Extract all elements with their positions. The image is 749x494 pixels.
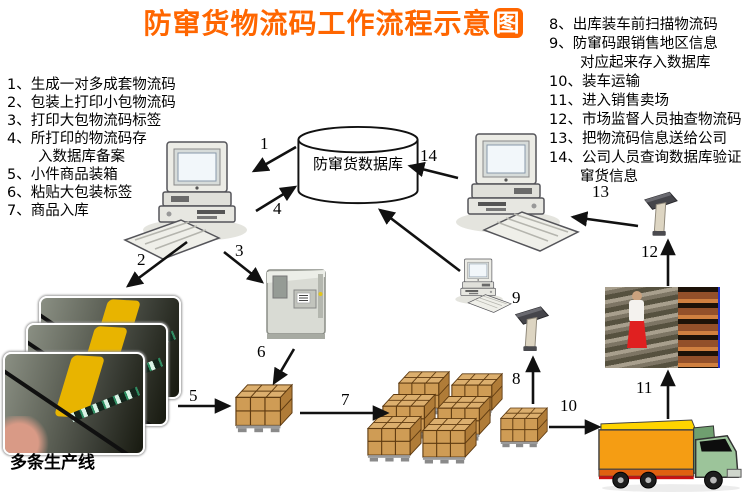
worker-hand [5, 416, 52, 453]
step-number-1: 1 [260, 134, 269, 153]
list-item: 13、把物流码信息送给公司 [549, 131, 727, 147]
list-item: 6、粘贴大包装标签 [7, 185, 133, 201]
supermarket-photo [605, 287, 720, 368]
list-item: 9、防窜码跟销售地区信息 [549, 36, 718, 52]
step-number-14: 14 [420, 146, 437, 165]
production-line-label: 多条生产线 [10, 453, 95, 473]
arrow-step-3 [223, 250, 265, 284]
list-item: 7、商品入库 [7, 203, 89, 219]
step-number-2: 2 [137, 250, 146, 269]
list-item: 14、公司人员查询数据库验证 [549, 150, 742, 166]
production-line-photo-front [3, 352, 145, 455]
arrow-step-4 [255, 185, 298, 213]
step-number-5: 5 [189, 386, 198, 405]
step-number-9: 9 [512, 288, 521, 307]
step-number-13: 13 [592, 182, 609, 201]
step-number-11: 11 [636, 378, 653, 397]
arrow-step-2 [125, 240, 188, 288]
list-item: 1、生成一对多成套物流码 [7, 77, 176, 93]
list-item-continuation: 入数据库备案 [38, 149, 125, 165]
list-item: 2、包装上打印小包物流码 [7, 95, 176, 111]
arrow-step-13 [570, 211, 639, 228]
jar-shelf-column [678, 287, 718, 368]
step-number-10: 10 [560, 396, 577, 415]
shopper-head [632, 291, 642, 301]
list-item: 3、打印大包物流码标签 [7, 113, 162, 129]
list-item: 10、装车运输 [549, 74, 640, 90]
page-title: 防窜货物流码工作流程示意图 [118, 2, 548, 42]
page-title-badge: 图 [493, 8, 523, 38]
list-item: 5、小件商品装箱 [7, 167, 118, 183]
step-number-3: 3 [235, 241, 244, 260]
list-item: 11、进入销售卖场 [549, 93, 669, 109]
arrow-step-1 [251, 145, 297, 173]
step-number-8: 8 [512, 369, 521, 388]
shopper-skirt [627, 321, 647, 348]
step-number-4: 4 [273, 199, 282, 218]
database-label: 防窜货数据库 [312, 155, 403, 173]
steps-list-left: 1、生成一对多成套物流码 2、包装上打印小包物流码 3、打印大包物流码标签 4、… [7, 76, 176, 220]
list-item: 8、出库装车前扫描物流码 [549, 17, 718, 33]
arrow-step-14 [407, 161, 459, 180]
step-number-6: 6 [257, 342, 266, 361]
step-number-7: 7 [341, 390, 350, 409]
list-item-continuation: 窜货信息 [580, 169, 638, 185]
arrow-step-9 [377, 208, 461, 273]
step-number-12: 12 [641, 242, 658, 261]
shopper-torso [629, 300, 644, 322]
page-title-text: 防窜货物流码工作流程示意 [143, 7, 492, 40]
list-item-continuation: 对应起来存入数据库 [580, 55, 711, 71]
steps-list-right: 8、出库装车前扫描物流码 9、防窜码跟销售地区信息 对应起来存入数据库 10、装… [549, 16, 741, 187]
list-item: 12、市场监督人员抽查物流码 [549, 112, 742, 128]
arrow-step-6 [272, 348, 296, 386]
list-item: 4、所打印的物流码存 [7, 131, 147, 147]
